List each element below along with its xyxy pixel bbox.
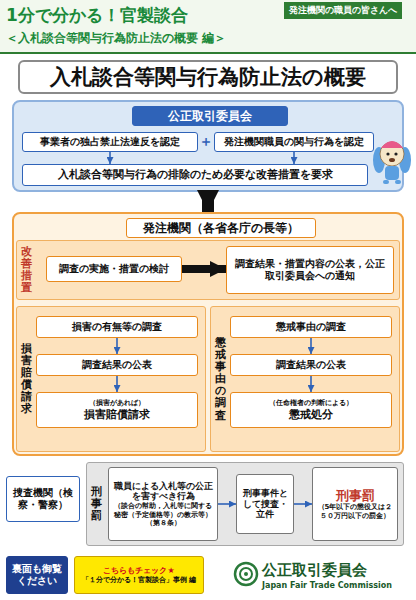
orderer-panel: 発注機関（各省各庁の長等） 改善措置 調査の実施・措置の検討 調査結果・措置内容の公表… bbox=[12, 212, 404, 456]
box-text: 捜査機関（検察・警察） bbox=[11, 487, 75, 511]
process-box: 職員による入札等の公正を害すべき行為（談合の幇助，入札等に関する秘密（予定価格等… bbox=[108, 467, 218, 541]
section-band: 損害賠償請求損害の有無等の調査調査結果の公表（損害があれば）損害賠償請求 bbox=[16, 306, 206, 452]
box-text: 調査結果・措置内容の公表，公正取引委員会への通知 bbox=[231, 258, 389, 282]
investigator-box: 捜査機関（検察・警察） bbox=[6, 476, 80, 522]
box-text: 刑事罰 bbox=[336, 488, 375, 504]
box-text: 刑事事件として捜査・立件 bbox=[241, 488, 289, 520]
box-note: （談合の幇助，入札等に関する秘密（予定価格等）の教示等）（第８条） bbox=[113, 502, 213, 527]
process-box: 刑事罰（5年以下の懲役又は２５０万円以下の罰金） bbox=[312, 467, 398, 541]
flow-arrow bbox=[202, 192, 214, 212]
box-text: 発注機関職員の関与行為を認定 bbox=[224, 136, 364, 148]
box-text: （任命権者の判断による） bbox=[269, 399, 353, 407]
section-label: 損害賠償請求 bbox=[21, 343, 32, 416]
process-box: 刑事事件として捜査・立件 bbox=[236, 474, 294, 534]
process-box: 調査結果の公表 bbox=[230, 354, 392, 376]
process-box: 事業者の独占禁止法違反を認定 bbox=[22, 132, 198, 152]
box-text: こちらもチェック★ bbox=[103, 566, 174, 576]
process-box: 懲戒事由の調査 bbox=[230, 316, 392, 338]
section-band: 刑事罰職員による入札等の公正を害すべき行為（談合の幇助，入札等に関する秘密（予定… bbox=[86, 462, 404, 546]
section-label: 懲戒事由の調査 bbox=[215, 337, 226, 422]
box-note: 損害賠償請求 bbox=[84, 408, 150, 421]
process-box: 発注機関職員の関与行為を認定 bbox=[214, 132, 374, 152]
section-band: 懲戒事由の調査懲戒事由の調査調査結果の公表（任命権者の判断による）懲戒処分 bbox=[210, 306, 400, 452]
series-heading: 1分で分かる！官製談合 bbox=[6, 4, 188, 27]
box-text: 損害の有無等の調査 bbox=[72, 321, 162, 333]
flow-arrow bbox=[109, 152, 111, 164]
process-box: 調査結果・措置内容の公表，公正取引委員会への通知 bbox=[226, 246, 394, 294]
note-box: こちらもチェック★「１分で分かる！官製談合」事例 編 bbox=[74, 556, 204, 594]
flow-arrow bbox=[182, 265, 226, 273]
note-box: 裏面も御覧ください bbox=[6, 556, 68, 594]
box-text: 職員による入札等の公正を害すべき行為 bbox=[113, 481, 213, 503]
flow-arrow bbox=[293, 152, 295, 164]
process-box: 損害の有無等の調査 bbox=[36, 316, 198, 338]
process-box: 調査結果の公表 bbox=[36, 354, 198, 376]
box-note: （5年以下の懲役又は２５０万円以下の罰金） bbox=[317, 503, 393, 520]
box-text: 入札談合等関与行為の排除のため必要な改善措置を要求 bbox=[58, 168, 333, 181]
flow-arrow bbox=[294, 503, 312, 505]
plus-sign: ＋ bbox=[199, 133, 213, 151]
process-box: （損害があれば）損害賠償請求 bbox=[36, 392, 198, 428]
box-text: 事業者の独占禁止法違反を認定 bbox=[40, 136, 180, 148]
flow-arrow bbox=[116, 338, 118, 354]
box-note: 懲戒処分 bbox=[289, 408, 333, 421]
process-box: （任命権者の判断による）懲戒処分 bbox=[230, 392, 392, 428]
panel-heading: 公正取引委員会 bbox=[132, 106, 288, 126]
section-label: 刑事罰 bbox=[91, 486, 102, 522]
logo-name: 公正取引委員会 bbox=[262, 561, 367, 580]
box-text: 裏面も御覧ください bbox=[11, 563, 63, 587]
box-text: （損害があれば） bbox=[89, 399, 145, 407]
section-label: 改善措置 bbox=[21, 246, 32, 294]
header-band bbox=[0, 0, 416, 52]
logo-subname: Japan Fair Trade Commission bbox=[262, 581, 392, 590]
flow-arrow bbox=[116, 376, 118, 392]
flow-arrow bbox=[218, 503, 236, 505]
subtitle: ＜入札談合等関与行為防止法の概要 編＞ bbox=[6, 30, 226, 47]
audience-tag: 発注機関の職員の皆さんへ bbox=[284, 2, 402, 19]
process-box: 入札談合等関与行為の排除のため必要な改善措置を要求 bbox=[22, 164, 368, 186]
process-box: 調査の実施・措置の検討 bbox=[46, 256, 182, 282]
box-text: 調査結果の公表 bbox=[276, 359, 346, 371]
panel-heading: 発注機関（各省各庁の長等） bbox=[126, 218, 316, 238]
header-rule bbox=[0, 52, 416, 54]
box-text: 調査結果の公表 bbox=[82, 359, 152, 371]
box-text: 懲戒事由の調査 bbox=[276, 321, 346, 333]
page-title: 入札談合等関与行為防止法の概要 bbox=[18, 60, 398, 94]
logo-mark bbox=[235, 563, 257, 585]
flow-arrow bbox=[310, 376, 312, 392]
flow-arrow bbox=[310, 338, 312, 354]
box-note: 「１分で分かる！官製談合」事例 編 bbox=[82, 576, 196, 584]
box-text: 調査の実施・措置の検討 bbox=[59, 263, 169, 275]
